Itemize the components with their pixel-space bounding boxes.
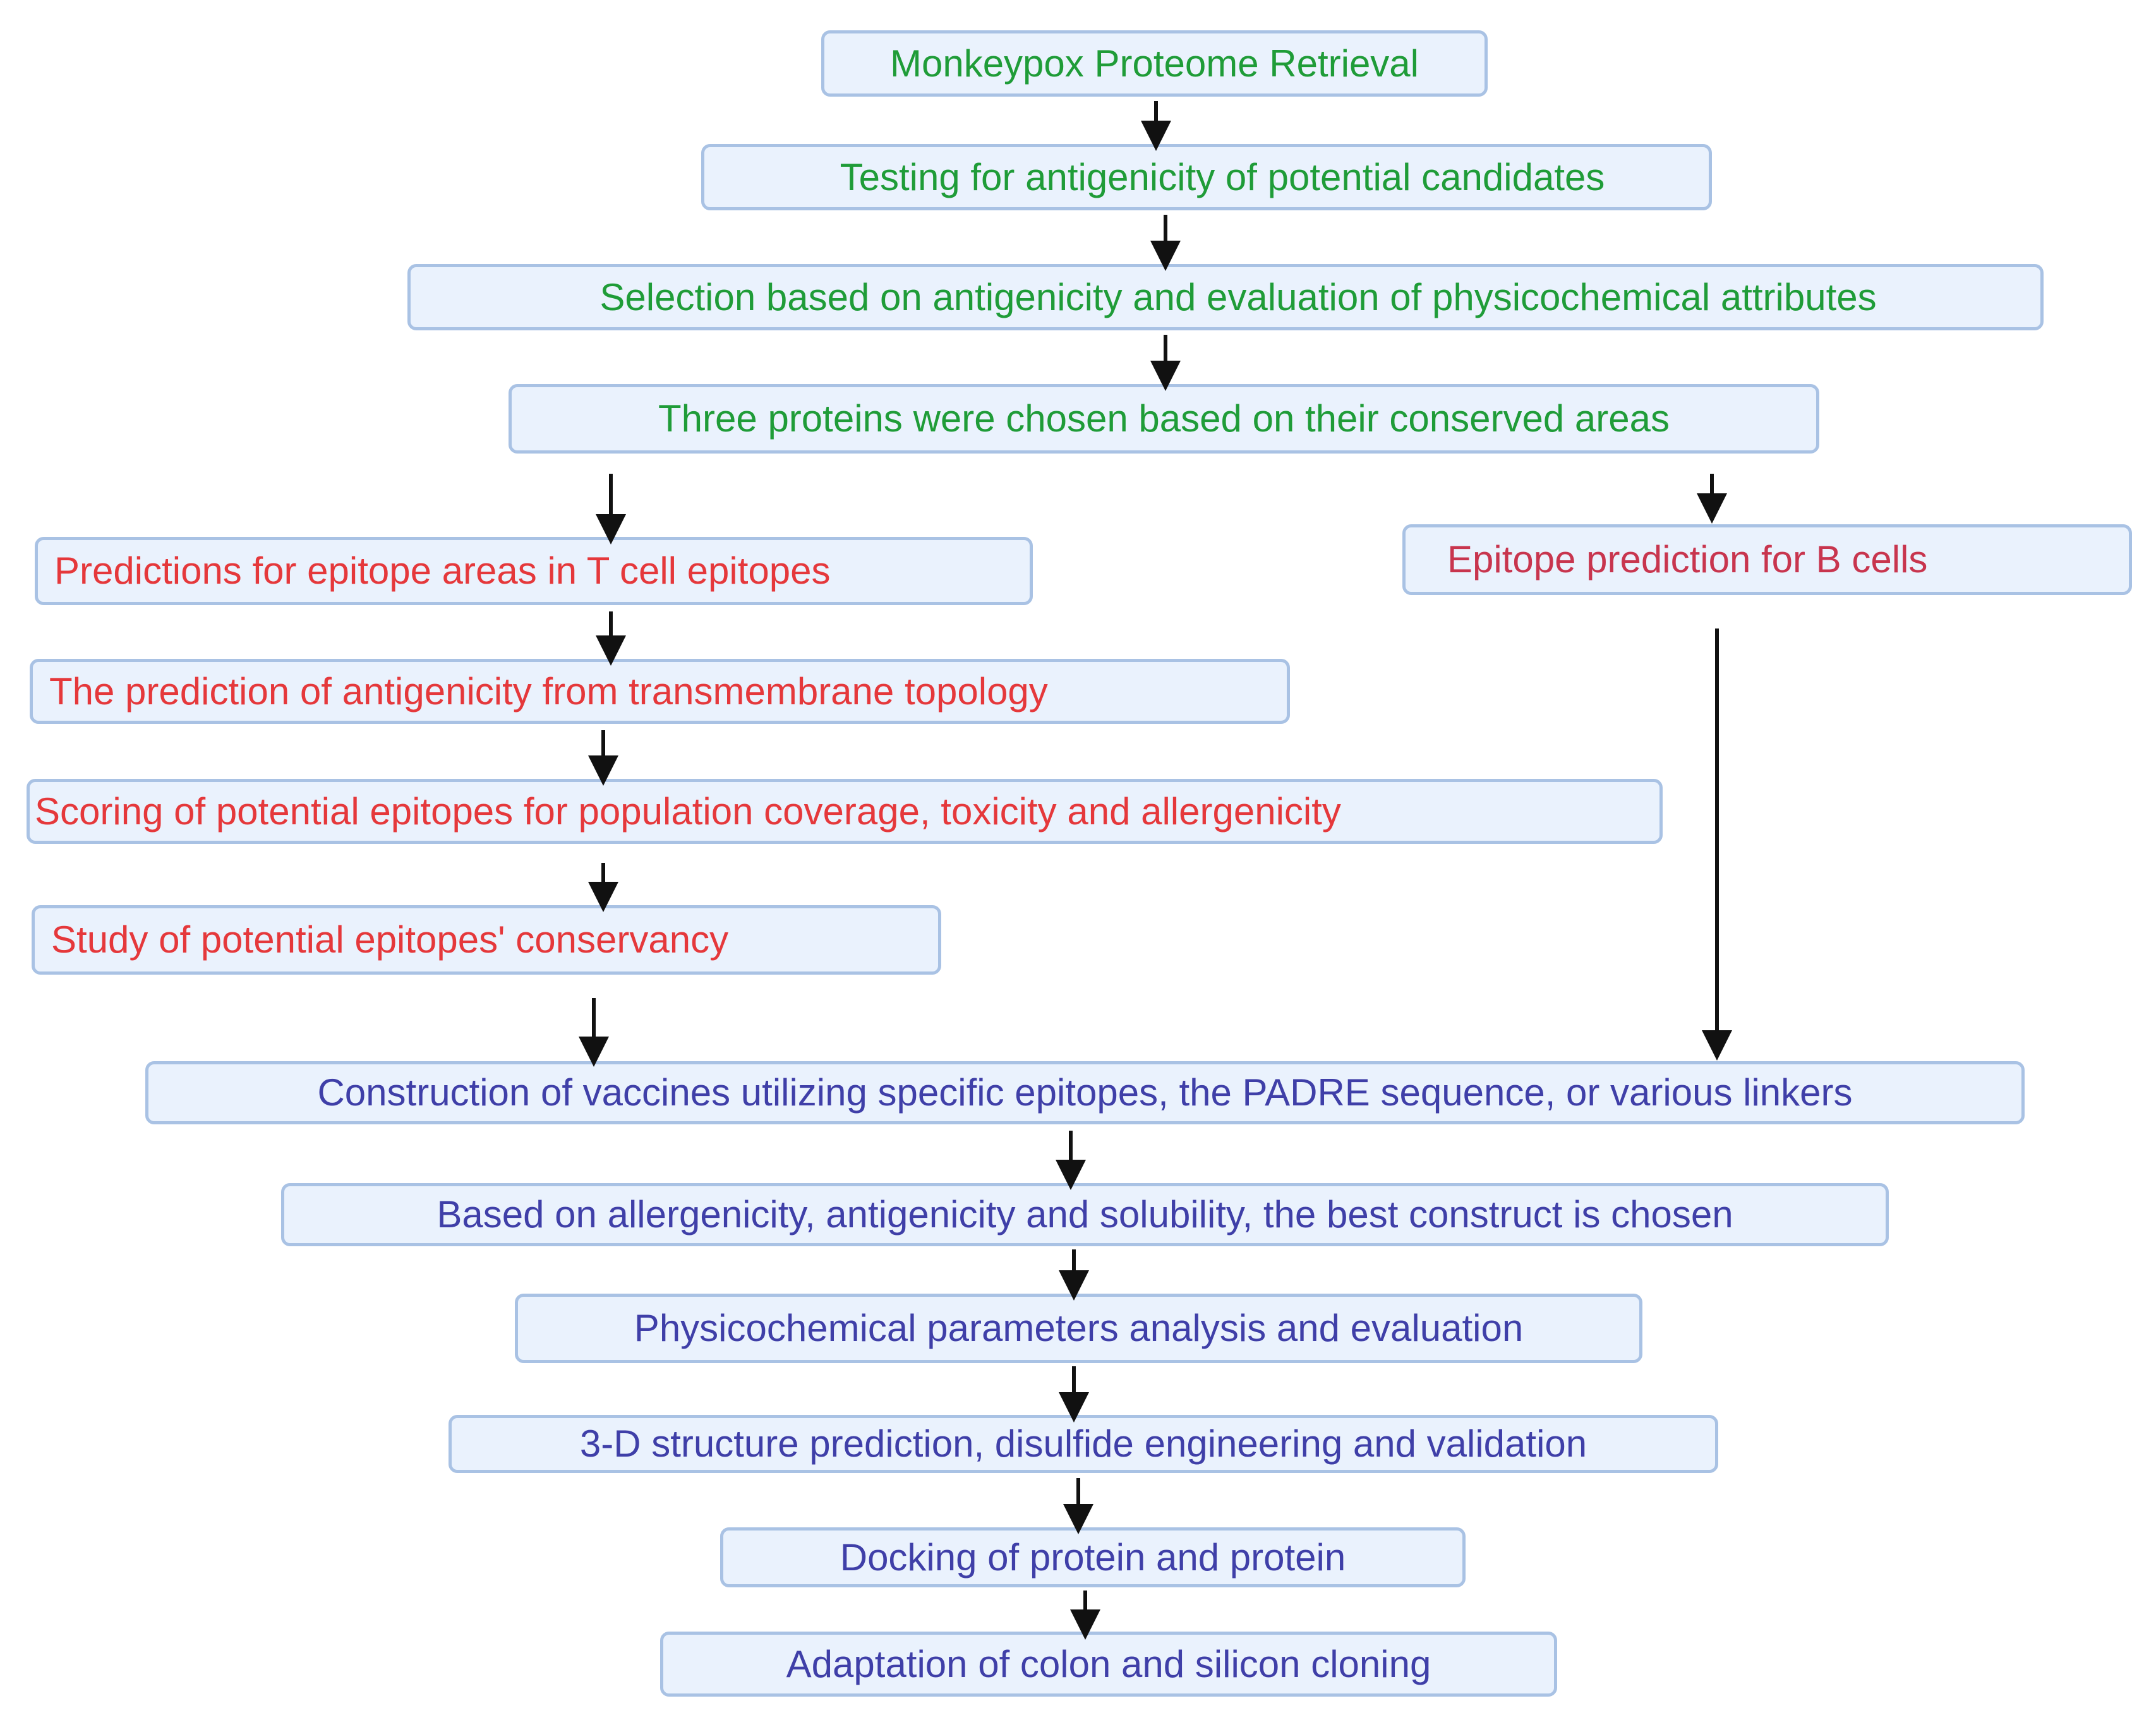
step-label: Selection based on antigenicity and eval…: [599, 275, 1877, 318]
step-proteome-retrieval: Monkeypox Proteome Retrieval: [821, 30, 1488, 97]
step-label: Three proteins were chosen based on thei…: [658, 397, 1670, 440]
step-label: Docking of protein and protein: [840, 1536, 1346, 1579]
step-label: The prediction of antigenicity from tran…: [49, 670, 1048, 713]
step-3d-structure: 3-D structure prediction, disulfide engi…: [449, 1415, 1718, 1473]
step-transmembrane-topology: The prediction of antigenicity from tran…: [30, 659, 1290, 724]
step-label: Based on allergenicity, antigenicity and…: [437, 1193, 1733, 1236]
step-three-proteins: Three proteins were chosen based on thei…: [509, 384, 1819, 454]
step-label: Study of potential epitopes' conservancy: [51, 918, 729, 961]
step-label: 3-D structure prediction, disulfide engi…: [579, 1422, 1587, 1465]
step-docking: Docking of protein and protein: [720, 1527, 1466, 1587]
step-vaccine-construction: Construction of vaccines utilizing speci…: [145, 1061, 2025, 1124]
step-antigenicity-testing: Testing for antigenicity of potential ca…: [701, 144, 1712, 210]
step-label: Epitope prediction for B cells: [1447, 538, 1928, 580]
step-label: Testing for antigenicity of potential ca…: [840, 155, 1605, 198]
step-t-cell-epitopes: Predictions for epitope areas in T cell …: [35, 537, 1033, 605]
step-selection: Selection based on antigenicity and eval…: [407, 264, 2044, 330]
step-b-cell-epitopes: Epitope prediction for B cells: [1402, 524, 2132, 595]
step-best-construct: Based on allergenicity, antigenicity and…: [281, 1183, 1889, 1246]
step-epitope-scoring: Scoring of potential epitopes for popula…: [27, 779, 1663, 844]
step-label: Predictions for epitope areas in T cell …: [54, 550, 831, 592]
step-label: Scoring of potential epitopes for popula…: [35, 790, 1341, 833]
step-physicochemical-analysis: Physicochemical parameters analysis and …: [515, 1294, 1642, 1363]
step-cloning: Adaptation of colon and silicon cloning: [660, 1632, 1557, 1697]
step-label: Adaptation of colon and silicon cloning: [786, 1642, 1431, 1685]
step-conservancy: Study of potential epitopes' conservancy: [32, 905, 941, 975]
step-label: Monkeypox Proteome Retrieval: [889, 42, 1419, 85]
step-label: Construction of vaccines utilizing speci…: [317, 1071, 1853, 1114]
step-label: Physicochemical parameters analysis and …: [634, 1307, 1524, 1349]
